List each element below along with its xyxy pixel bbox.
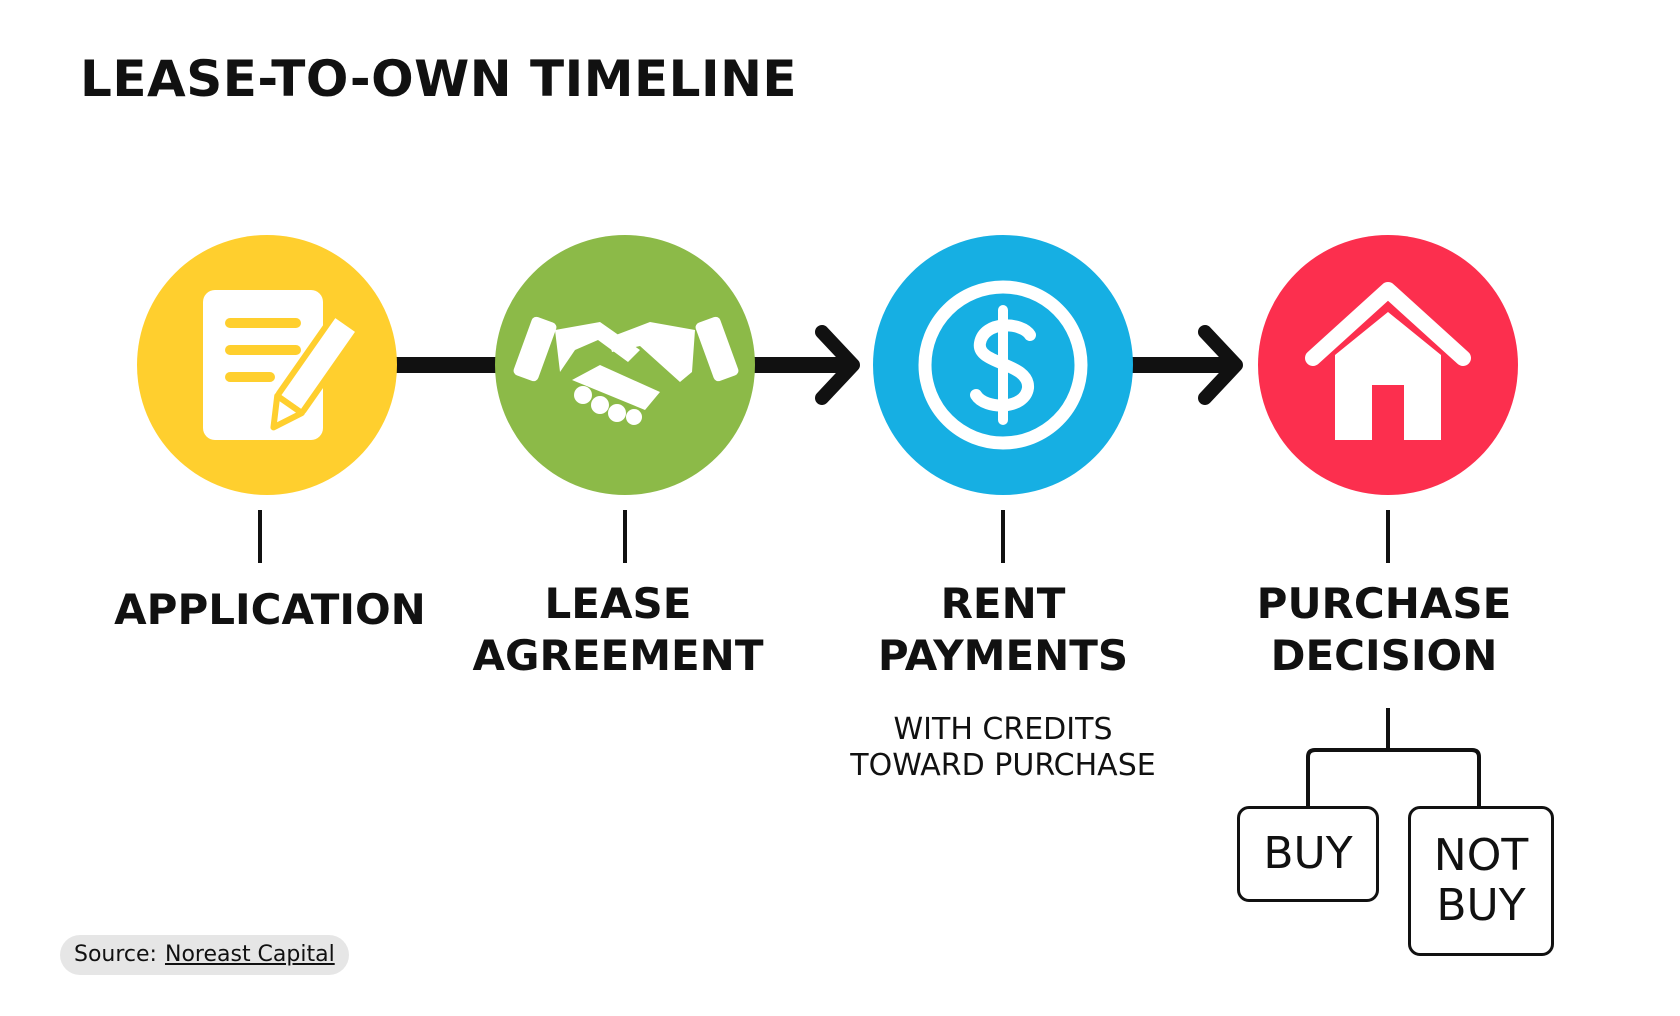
- option-not-buy: NOT BUY: [1408, 806, 1554, 956]
- page-title: LEASE-TO-OWN TIMELINE: [80, 50, 798, 108]
- decision-branch: [1306, 708, 1481, 806]
- source-link[interactable]: Noreast Capital: [164, 942, 335, 967]
- step-label-lease-agreement: LEASE AGREEMENT: [472, 579, 764, 680]
- step-circle-lease-agreement: [495, 235, 755, 495]
- house-icon: [1305, 282, 1471, 440]
- dollar-icon: [918, 280, 1088, 450]
- handshake-icon: [513, 316, 739, 425]
- source-badge: Source: Noreast Capital: [60, 935, 349, 975]
- step-label-rent-payments: RENT PAYMENTS: [877, 579, 1129, 680]
- arrowhead-2-icon: [815, 325, 860, 405]
- document-pencil-icon: [203, 290, 361, 440]
- step-label-purchase-decision: PURCHASE DECISION: [1256, 579, 1512, 680]
- option-buy: BUY: [1237, 806, 1379, 902]
- source-label: Source:: [74, 942, 157, 967]
- step-label-application: APPLICATION: [114, 585, 426, 634]
- arrowhead-3-icon: [1198, 325, 1243, 405]
- step-note-rent-payments: WITH CREDITS TOWARD PURCHASE: [850, 712, 1156, 783]
